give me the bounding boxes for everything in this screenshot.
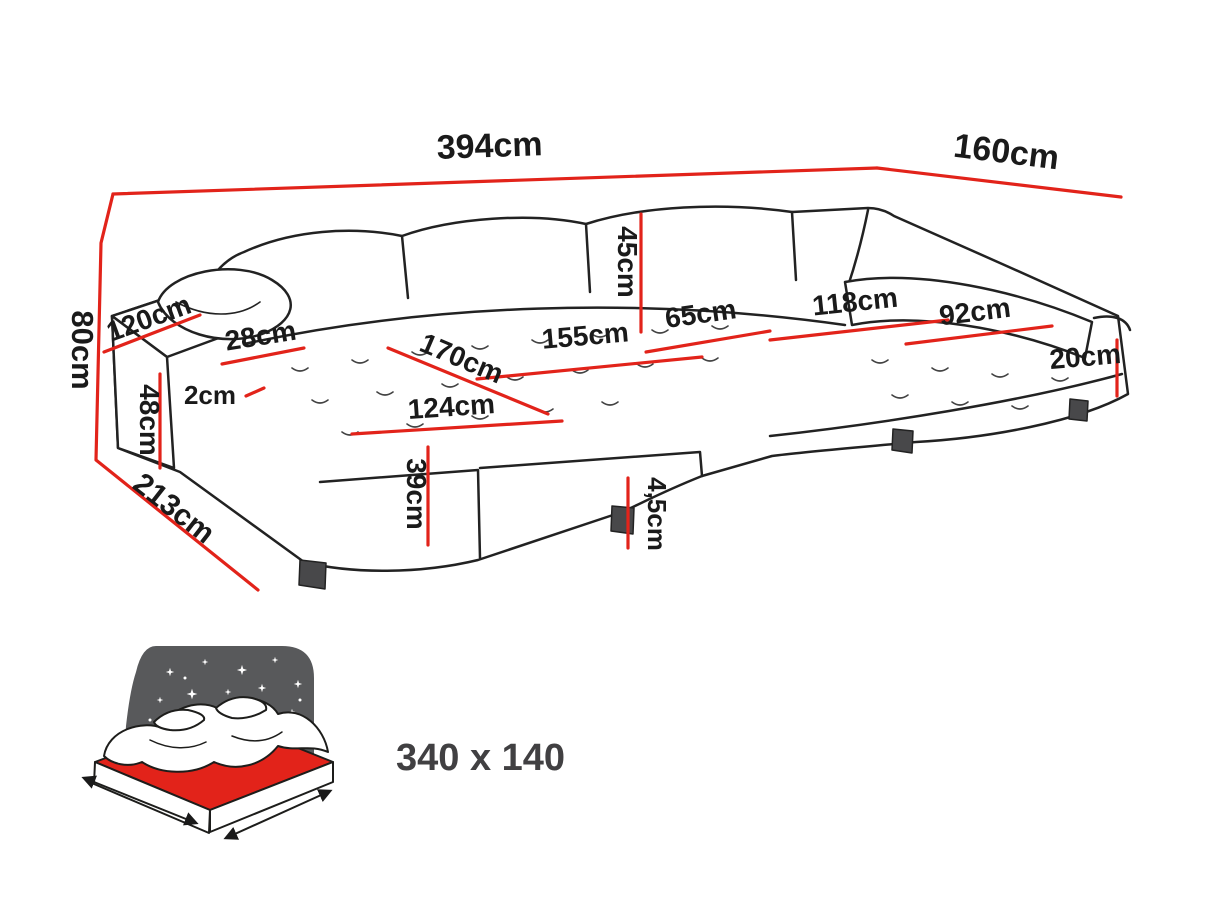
dimension-label-armrest-height: 48cm (134, 384, 165, 456)
dim-line-middle-seat-depth (644, 329, 772, 354)
dim-line-seat-diagonal (386, 346, 550, 416)
dim-line-total-depth (875, 166, 1123, 199)
right-armrest-edge (1092, 315, 1132, 332)
dim-line-armrest-length (102, 313, 202, 354)
unfold-arrow-right (223, 789, 333, 840)
dimension-label-backrest-height: 45cm (612, 226, 643, 298)
armrest-pillow (156, 268, 292, 341)
right-chaise-fold-edge (768, 372, 1124, 438)
seat-fold-edges (318, 450, 704, 560)
armrest-pillow-fold (175, 301, 261, 315)
dim-line-gap (244, 386, 266, 398)
dimension-label-gap: 2cm (184, 380, 236, 410)
dim-line-right-chaise-width (904, 324, 1054, 346)
backrest-bottom-edge (242, 306, 847, 346)
dimension-label-leg-height: 4,5cm (642, 477, 672, 551)
pillow-right (215, 696, 268, 720)
dimension-lines (94, 166, 1123, 592)
duvet-folds (149, 731, 283, 749)
dim-line-armrest-width (220, 346, 306, 366)
sleeping-area-size-label: 340 x 140 (396, 737, 565, 779)
right-back-cushion (843, 276, 1094, 360)
dim-line-left-seat-width (350, 419, 564, 436)
dim-line-right-seat-width (768, 318, 950, 342)
dimension-label-middle-seat-width: 155cm (540, 316, 630, 354)
dimension-label-total-width: 394cm (436, 125, 543, 167)
dimension-label-seat-height: 39cm (401, 458, 432, 530)
dim-line-middle-seat-width (475, 355, 704, 381)
sleeping-function-icon: 340 x 140 (81, 646, 565, 840)
dim-line-left-box (94, 192, 260, 592)
dimension-label-right-armrest-width: 20cm (1048, 338, 1122, 375)
dim-line-total-width (111, 166, 879, 196)
sofa-outline (110, 205, 1132, 590)
dimension-label-total-height: 80cm (65, 310, 100, 389)
unfold-arrow-left (81, 775, 199, 826)
bed-icon (81, 696, 334, 840)
dimension-label-left-seat-width: 124cm (407, 388, 496, 425)
pillow-left (153, 708, 206, 732)
back-cushion-seams (400, 208, 870, 300)
dimension-label-total-depth: 160cm (951, 127, 1061, 178)
